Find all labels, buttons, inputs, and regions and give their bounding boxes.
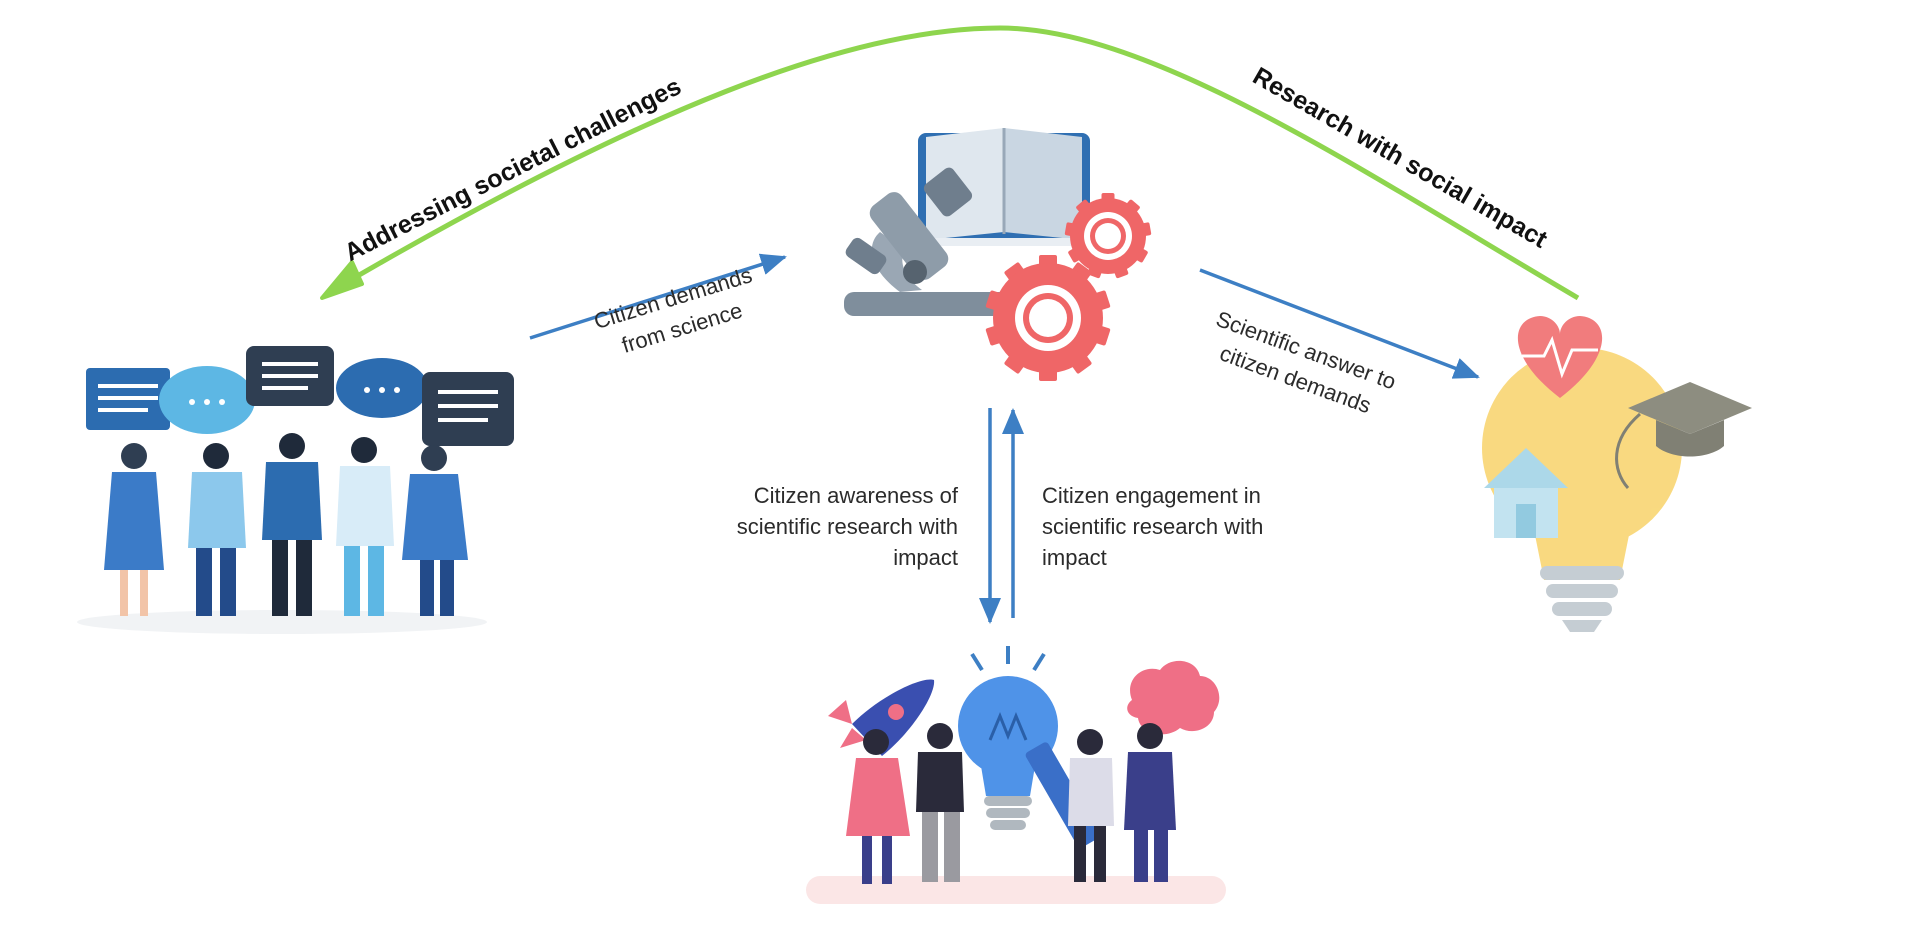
brain-icon (1127, 660, 1220, 735)
bulb-base-icon (1540, 566, 1624, 632)
cycle-arrow (328, 25, 1580, 301)
book-icon (918, 128, 1090, 246)
arrow-science-to-impact (1199, 268, 1480, 379)
science-illustration (844, 128, 1152, 381)
person-icon (1124, 723, 1176, 882)
sparkle-icon (970, 646, 1046, 672)
person-icon (846, 729, 910, 884)
person-icon (336, 437, 394, 616)
arrow-citizens-to-science (529, 253, 787, 340)
label-citizen-awareness: Citizen awareness of scientific research… (736, 483, 958, 570)
graduation-cap-icon (1615, 382, 1752, 489)
community-illustration (806, 646, 1226, 904)
large-gear-icon (985, 255, 1111, 381)
speech-bubble-icon (336, 358, 428, 418)
person-icon (262, 433, 322, 616)
person-icon (402, 445, 468, 616)
person-icon (188, 443, 246, 616)
speech-bubble-icon (86, 368, 170, 430)
speech-bubble-icon (246, 346, 334, 406)
small-gear-icon (1064, 193, 1152, 279)
speech-bubble-icon (422, 372, 514, 446)
person-icon (104, 443, 164, 616)
person-icon (916, 723, 964, 882)
speech-bubble-icon (159, 366, 255, 434)
citizens-illustration (77, 346, 514, 634)
person-icon (1068, 729, 1114, 882)
heart-icon (1517, 316, 1603, 398)
microscope-icon (844, 167, 1024, 316)
label-citizen-engagement: Citizen engagement in scientific researc… (1042, 483, 1264, 570)
cycle-arrowhead (320, 260, 364, 300)
impact-illustration (1482, 316, 1752, 632)
house-icon (1484, 448, 1568, 538)
